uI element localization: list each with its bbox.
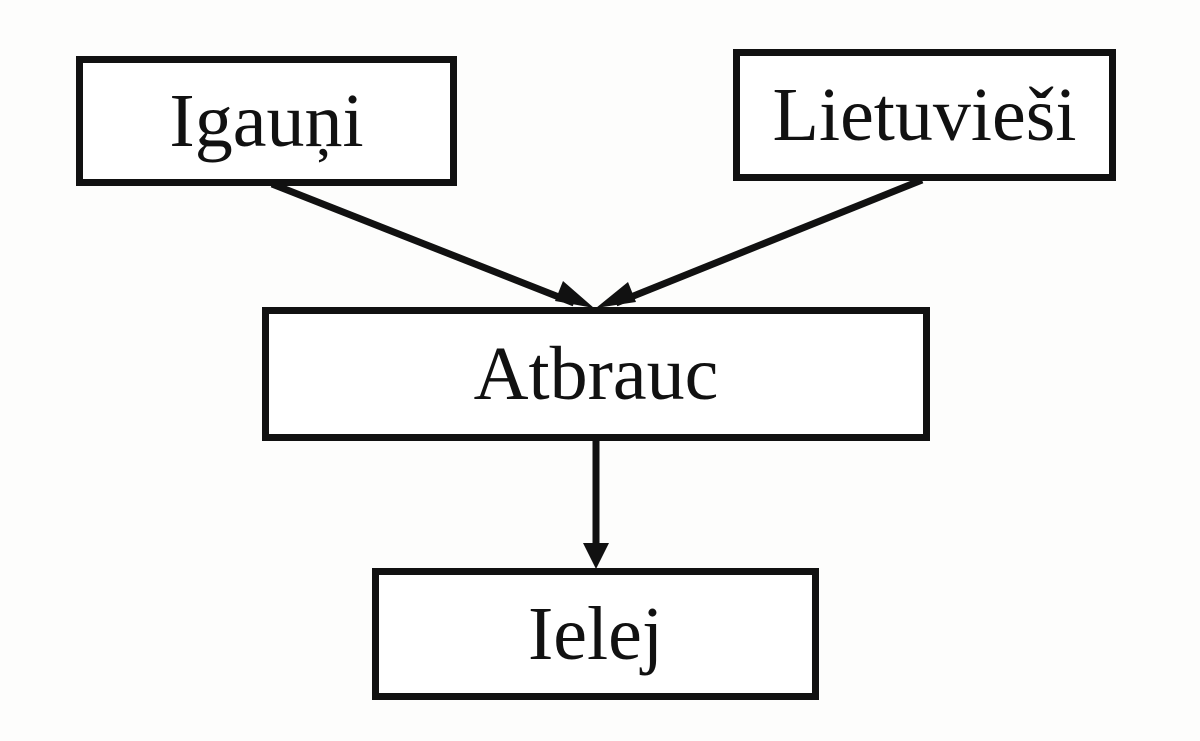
node-atbrauc-label: Atbrauc — [473, 332, 719, 416]
arrowhead-igauni-to-atbrauc — [555, 281, 594, 308]
node-lietuviesi-label: Lietuvieši — [772, 73, 1077, 157]
edge-igauni-to-atbrauc — [270, 180, 576, 307]
edge-lietuviesi-to-atbrauc — [614, 176, 924, 307]
arrowhead-atbrauc-to-ielej — [583, 543, 609, 569]
node-atbrauc: Atbrauc — [262, 307, 930, 441]
node-ielej-label: Ielej — [527, 592, 663, 676]
node-igauni-label: Igauņi — [169, 79, 364, 163]
node-lietuviesi: Lietuvieši — [733, 49, 1116, 181]
arrowhead-lietuviesi-to-atbrauc — [596, 282, 636, 308]
node-igauni: Igauņi — [76, 56, 457, 186]
node-ielej: Ielej — [372, 568, 819, 700]
